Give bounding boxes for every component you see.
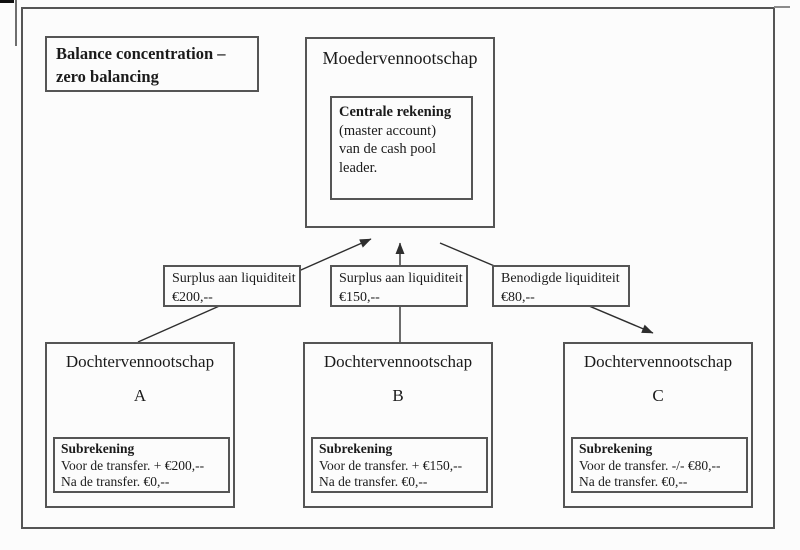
subsidiary-account-box: Subrekening Voor de transfer. + €200,-- … <box>53 437 230 493</box>
subsidiary-letter: A <box>133 386 147 405</box>
subsidiary-name: Dochtervennootschap <box>323 352 473 371</box>
subsidiary-name: Dochtervennootschap <box>583 352 733 371</box>
flow-label-amount: €80,-- <box>501 290 535 305</box>
subaccount-before-transfer: Voor de transfer. + €150,-- <box>319 457 463 473</box>
diagram-border <box>21 7 775 529</box>
subsidiary-account-box: Subrekening Voor de transfer. + €150,-- … <box>311 437 488 493</box>
subaccount-after-transfer: Na de transfer. €0,-- <box>61 474 170 489</box>
master-account-heading: Centrale rekening <box>339 104 452 120</box>
flow-label-surplus-a: Surplus aan liquiditeit €200,-- <box>163 265 301 307</box>
subaccount-before-transfer: Voor de transfer. + €200,-- <box>61 457 205 473</box>
master-company-box: Moedervennootschap Centrale rekening (ma… <box>305 37 495 228</box>
subaccount-after-transfer: Na de transfer. €0,-- <box>579 474 688 489</box>
scan-artifact-mark <box>0 0 14 3</box>
flow-label-amount: €200,-- <box>172 290 213 305</box>
master-account-line: (master account) <box>339 122 437 139</box>
subaccount-heading: Subrekening <box>579 441 653 456</box>
flow-label-surplus-b: Surplus aan liquiditeit €150,-- <box>330 265 468 307</box>
flow-label-amount: €150,-- <box>339 290 380 305</box>
subaccount-before-transfer: Voor de transfer. -/- €80,-- <box>579 457 721 473</box>
flow-label-needed-c: Benodigde liquiditeit €80,-- <box>492 265 630 307</box>
subsidiary-box-a: Dochtervennootschap A Subrekening Voor d… <box>45 342 235 508</box>
subsidiary-box-c: Dochtervennootschap C Subrekening Voor d… <box>563 342 753 508</box>
subaccount-heading: Subrekening <box>61 441 135 456</box>
flow-label-text: Surplus aan liquiditeit <box>339 271 463 286</box>
subsidiary-letter: C <box>652 386 664 405</box>
subaccount-after-transfer: Na de transfer. €0,-- <box>319 474 428 489</box>
scan-artifact-line <box>15 0 17 46</box>
subsidiary-name: Dochtervennootschap <box>65 352 215 371</box>
scan-artifact-overshoot <box>774 6 790 8</box>
diagram-title-line-2: zero balancing <box>56 67 159 86</box>
diagram-title-line-1: Balance concentration – <box>56 44 226 63</box>
subsidiary-box-b: Dochtervennootschap B Subrekening Voor d… <box>303 342 493 508</box>
subaccount-heading: Subrekening <box>319 441 393 456</box>
master-company-name: Moedervennootschap <box>322 48 478 68</box>
flow-label-text: Benodigde liquiditeit <box>501 271 620 286</box>
master-account-line: leader. <box>339 159 378 176</box>
subsidiary-letter: B <box>392 386 404 405</box>
flow-label-text: Surplus aan liquiditeit <box>172 271 296 286</box>
master-account-line: van de cash pool <box>339 141 437 157</box>
master-account-box: Centrale rekening (master account) van d… <box>330 96 473 200</box>
diagram-title-box: Balance concentration – zero balancing <box>45 36 259 92</box>
subsidiary-account-box: Subrekening Voor de transfer. -/- €80,--… <box>571 437 748 493</box>
